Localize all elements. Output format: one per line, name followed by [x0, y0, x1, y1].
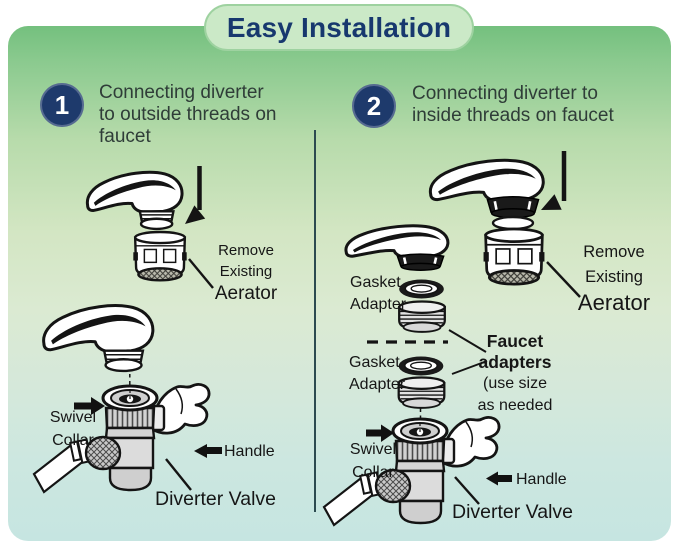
label-diverter-valve-2: Diverter Valve	[452, 501, 574, 523]
label-line: Gasket	[349, 354, 400, 371]
faucet-spout-4	[344, 224, 450, 272]
step-1-badge: 1	[40, 83, 84, 127]
page-title: Easy Installation	[226, 11, 452, 43]
step-2-heading: Connecting diverter to inside threads on…	[412, 83, 614, 127]
step-2-heading-line: Connecting diverter to	[412, 83, 598, 104]
label-line: Remove	[218, 242, 274, 259]
gasket-2	[397, 355, 445, 377]
panel-divider	[314, 130, 316, 512]
aerator-1	[132, 230, 188, 282]
rotate-arrow-1	[185, 166, 206, 224]
label-faucet-adapters: Faucet adapters (use size as needed	[468, 331, 562, 416]
label-line: as needed	[477, 396, 553, 414]
label-line: Existing	[585, 268, 643, 286]
aerator-washer	[491, 215, 535, 231]
arrow-left-icon-handle-2	[486, 471, 512, 486]
arrow-right-icon-swivel-1	[74, 397, 105, 415]
step-2-heading-line: inside threads on faucet	[412, 105, 614, 126]
label-line: Faucet	[486, 331, 544, 351]
faucet-spout-1	[86, 171, 184, 231]
label-handle-2: Handle	[516, 471, 567, 488]
leader-line-diverter-1	[165, 458, 192, 491]
label-gasket-adapter-upper: Gasket Adapter	[350, 272, 406, 315]
aerator-2	[482, 227, 546, 286]
step-2-badge: 2	[352, 84, 396, 128]
label-line: Adapter	[350, 295, 407, 313]
arrow-right-icon-swivel-2	[366, 424, 394, 442]
label-line: Gasket	[350, 274, 401, 291]
faucet-spout-2	[42, 304, 155, 373]
label-line: Collar	[352, 464, 394, 481]
label-line: Swivel	[349, 441, 397, 458]
step-1-heading-line: Connecting diverter	[99, 82, 264, 103]
leader-line-adapters-a	[448, 329, 487, 353]
step-1-heading-line: faucet	[99, 126, 151, 147]
leader-line-diverter-2	[454, 476, 480, 505]
label-line: Aerator	[577, 290, 651, 315]
label-handle-1: Handle	[224, 443, 275, 460]
step-1-heading-line: to outside threads on	[99, 104, 277, 125]
label-diverter-valve-1: Diverter Valve	[155, 488, 277, 510]
label-swivel-collar-2: Swivel Collar	[346, 438, 400, 484]
leader-line-adapters-b	[451, 360, 488, 375]
leader-line-remove-aerator-2	[546, 261, 581, 298]
label-remove-aerator-1: Remove Existing Aerator	[206, 241, 286, 305]
label-line: Adapter	[349, 376, 406, 393]
leader-line-remove-aerator-1	[188, 258, 214, 289]
label-swivel-collar-1: Swivel Collar	[46, 406, 100, 452]
step-1-number: 1	[54, 89, 70, 120]
faucet-spout-3	[428, 158, 545, 219]
arrow-left-icon-handle-1	[194, 444, 222, 458]
page-title-pill: Easy Installation	[204, 4, 474, 51]
rotate-arrow-2	[541, 151, 567, 210]
label-line: Swivel	[49, 409, 97, 426]
label-line: Existing	[219, 262, 273, 280]
step-2-number: 2	[366, 90, 382, 121]
label-line: Collar	[52, 432, 94, 449]
adapter-2	[397, 376, 446, 410]
label-gasket-adapter-lower: Gasket Adapter	[349, 352, 405, 396]
label-remove-aerator-2: Remove Existing Aerator	[570, 240, 658, 316]
label-line: (use size	[482, 375, 548, 392]
step-1-heading: Connecting diverter to outside threads o…	[99, 82, 276, 148]
label-line: Remove	[583, 243, 645, 261]
label-line: adapters	[478, 352, 552, 372]
label-line: Aerator	[214, 283, 278, 304]
